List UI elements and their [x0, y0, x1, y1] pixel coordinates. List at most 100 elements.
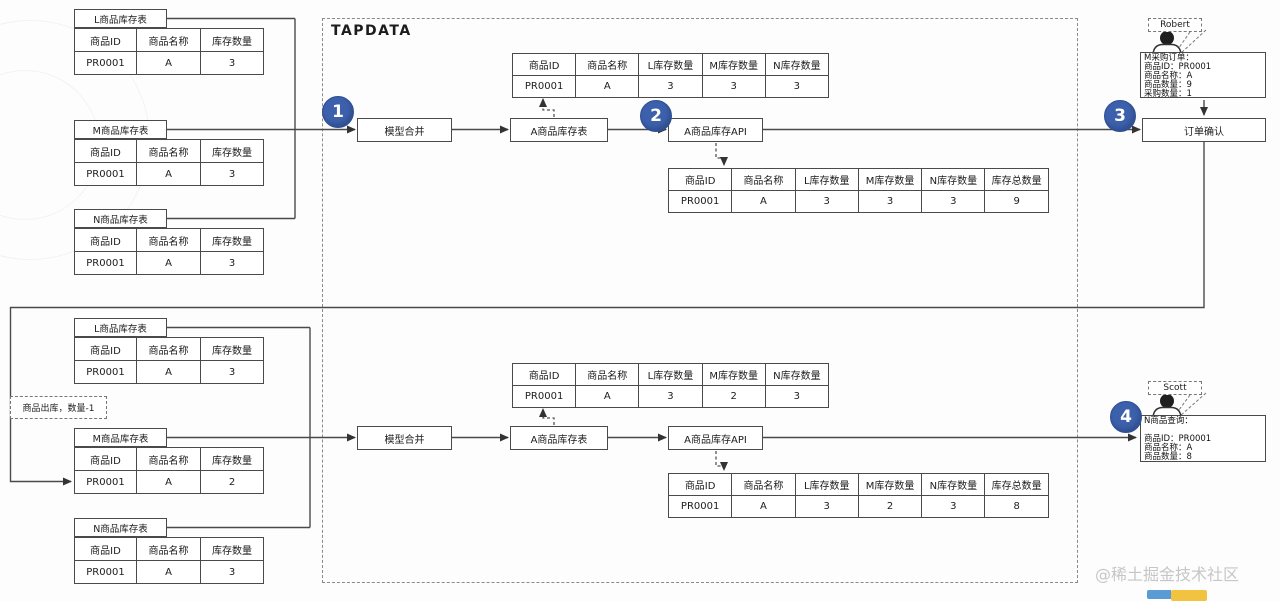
table-cell: 3: [922, 496, 986, 518]
actor-name-tag: Scott: [1148, 381, 1202, 395]
table-header-cell: L库存数量: [795, 474, 859, 496]
step-4-badge: 4: [1110, 401, 1142, 433]
table-header-cell: 商品名称: [137, 338, 201, 361]
order-confirm-node: 订单确认: [1142, 118, 1266, 142]
table-cell: PR0001: [75, 471, 137, 494]
table-header-cell: 商品ID: [669, 169, 733, 191]
source-table-title: L商品库存表: [74, 318, 167, 337]
table-header-cell: 商品ID: [513, 364, 577, 386]
order-line: 商品数量：9: [1144, 80, 1192, 90]
step-1-badge: 1: [322, 96, 354, 128]
api-result-table-top: 商品ID 商品名称 L库存数量 M库存数量 N库存数量 库存总数量 PR0001…: [668, 168, 1049, 213]
table-header-cell: M库存数量: [702, 364, 766, 386]
table-cell: 2: [201, 471, 264, 494]
source-table: 商品ID 商品名称 库存数量 PR0001 A 3: [74, 337, 264, 384]
tapdata-title: TAPDATA: [331, 23, 412, 39]
source-table-title: M商品库存表: [74, 120, 167, 139]
query-line: N商品查询：: [1144, 416, 1193, 426]
table-cell: 3: [795, 496, 859, 518]
merge-node-bottom: 模型合并: [357, 426, 452, 450]
table-header-cell: 库存总数量: [985, 474, 1049, 496]
table-header-cell: N库存数量: [922, 169, 986, 191]
table-header-cell: 商品ID: [75, 448, 137, 471]
query-line: 商品ID：PR0001: [1144, 434, 1212, 444]
table-cell: 8: [985, 496, 1049, 518]
bottom-sources-bus-line: [167, 326, 311, 529]
api-node-bottom: A商品库存API: [668, 426, 763, 450]
table-header-cell: L库存数量: [639, 54, 703, 76]
source-table: 商品ID 商品名称 库存数量 PR0001 A 3: [74, 28, 264, 75]
api-result-table-bottom: 商品ID 商品名称 L库存数量 M库存数量 N库存数量 库存总数量 PR0001…: [668, 473, 1049, 518]
table-header-cell: 商品名称: [732, 169, 796, 191]
step-2-badge: 2: [640, 100, 672, 132]
table-cell: 3: [201, 361, 264, 384]
table-cell: 9: [985, 191, 1049, 213]
api-node-top: A商品库存API: [668, 118, 763, 142]
juejin-logo-icon: [1147, 590, 1207, 601]
table-header-cell: 库存数量: [201, 448, 264, 471]
table-cell: 3: [201, 52, 264, 75]
table-header-cell: L库存数量: [795, 169, 859, 191]
tapdata-region: [322, 18, 1078, 583]
table-header-cell: 库存数量: [201, 338, 264, 361]
scott-tag-tail: [1175, 392, 1207, 417]
table-cell: PR0001: [513, 76, 577, 98]
query-line: 商品数量：8: [1144, 452, 1192, 462]
table-cell: A: [576, 76, 640, 98]
purchase-order-box: M采购订单： 商品ID：PR0001 商品名称：A 商品数量：9 采购数量：1: [1140, 52, 1266, 99]
order-line: 商品ID：PR0001: [1144, 62, 1212, 72]
merge-node-top: 模型合并: [357, 118, 452, 142]
watermark-text: @稀土掘金技术社区: [1095, 565, 1240, 584]
source-table-title: N商品库存表: [74, 518, 167, 537]
table-cell: A: [137, 471, 201, 494]
table-cell: A: [137, 361, 201, 384]
dotted-api-to-table-bottom: [715, 451, 728, 471]
table-header-cell: 商品名称: [576, 54, 640, 76]
table-cell: 3: [702, 76, 766, 98]
table-cell: 3: [765, 386, 829, 408]
top-sources-bus-line: [167, 17, 296, 220]
merged-preview-table-bottom: 商品ID 商品名称 L库存数量 M库存数量 N库存数量 PR0001 A 3 2…: [512, 363, 829, 408]
table-header-cell: L库存数量: [639, 364, 703, 386]
table-header-cell: 商品ID: [513, 54, 577, 76]
source-table: 商品ID 商品名称 库存数量 PR0001 A 3: [74, 139, 264, 186]
table-header-cell: 商品名称: [732, 474, 796, 496]
table-header-cell: 库存数量: [201, 229, 264, 252]
table-cell: 3: [201, 163, 264, 186]
table-cell: 3: [639, 386, 703, 408]
step-3-badge: 3: [1104, 100, 1136, 132]
table-cell: 3: [858, 191, 923, 213]
table-cell: 3: [201, 252, 264, 275]
table-header-cell: 商品名称: [137, 538, 201, 561]
table-header-cell: 商品名称: [137, 140, 201, 163]
table-header-cell: 商品名称: [576, 364, 640, 386]
logo-yellow-bar: [1171, 590, 1207, 601]
source-table-title: M商品库存表: [74, 428, 167, 447]
table-cell: A: [137, 52, 201, 75]
table-cell: A: [576, 386, 640, 408]
outbound-note: 商品出库，数量-1: [10, 396, 107, 419]
table-header-cell: 商品ID: [75, 538, 137, 561]
dotted-store-to-table-bottom: [539, 408, 555, 425]
table-header-cell: M库存数量: [858, 169, 923, 191]
table-cell: PR0001: [75, 163, 137, 186]
table-cell: PR0001: [75, 52, 137, 75]
table-header-cell: N库存数量: [922, 474, 986, 496]
query-line: 商品名称：A: [1144, 443, 1193, 453]
source-table-title: L商品库存表: [74, 9, 167, 28]
table-header-cell: 商品名称: [137, 229, 201, 252]
table-header-cell: 商品ID: [75, 338, 137, 361]
table-header-cell: M库存数量: [702, 54, 766, 76]
source-table: 商品ID 商品名称 库存数量 PR0001 A 3: [74, 537, 264, 584]
table-header-cell: N库存数量: [765, 364, 829, 386]
product-query-box: N商品查询： 商品ID：PR0001 商品名称：A 商品数量：8: [1140, 415, 1266, 462]
table-cell: 3: [201, 561, 264, 584]
store-node-top: A商品库存表: [510, 118, 608, 142]
table-header-cell: N库存数量: [765, 54, 829, 76]
table-header-cell: 商品名称: [137, 29, 201, 52]
table-cell: 3: [765, 76, 829, 98]
table-cell: A: [137, 561, 201, 584]
merged-preview-table-top: 商品ID 商品名称 L库存数量 M库存数量 N库存数量 PR0001 A 3 3…: [512, 53, 829, 98]
